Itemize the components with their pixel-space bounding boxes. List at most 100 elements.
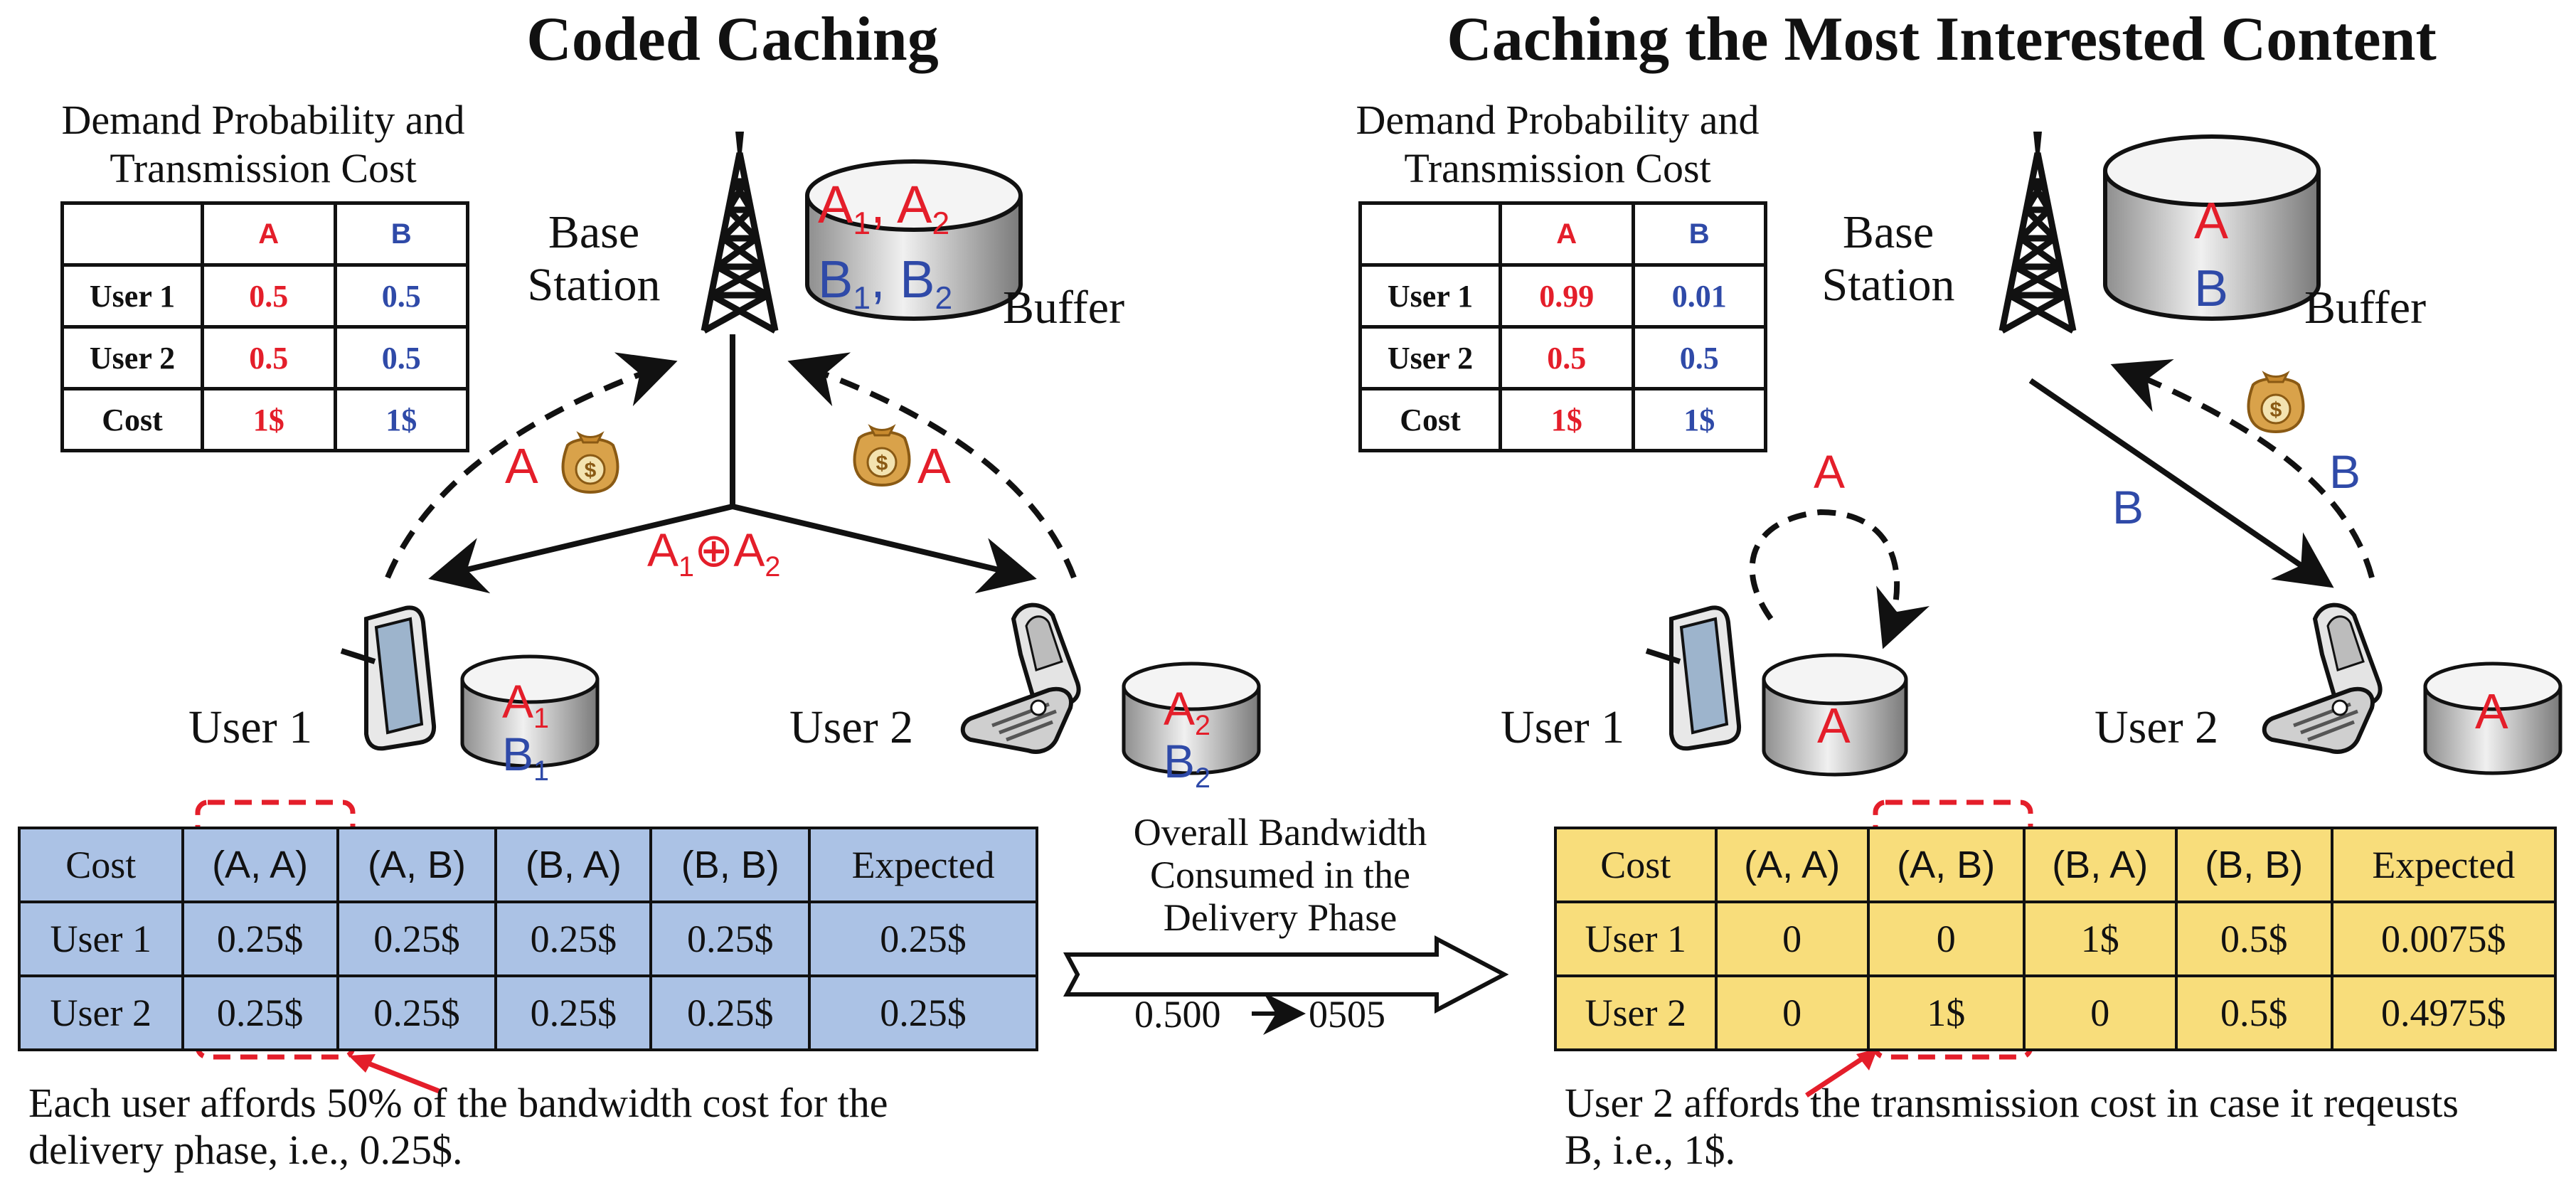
cache-cylinder-icon (460, 654, 600, 768)
flip-phone-icon (2264, 605, 2380, 752)
cell: 0.25$ (181, 974, 339, 1051)
buffer-label: Buffer (1003, 282, 1125, 334)
money-bag-icon (561, 432, 619, 494)
header-cell: Cost (18, 827, 184, 903)
money-bag-icon (853, 425, 911, 487)
caption-line: Consumed in the (1150, 854, 1410, 896)
money-bag-icon (2247, 372, 2305, 433)
row-header: User 2 (60, 325, 204, 391)
buffer-contents-a: A1, A2 (818, 175, 950, 241)
row-header: User 1 (18, 901, 184, 977)
cell: 0.25$ (808, 974, 1038, 1051)
header-cell: (B, B) (649, 827, 811, 903)
header-cell: (A, B) (336, 827, 498, 903)
cell: 0.0075$ (2330, 901, 2558, 977)
cell: 0.01 (1631, 263, 1767, 329)
right-title: Caching the Most Interested Content (1447, 5, 2437, 74)
cell: 0 (1866, 901, 2026, 977)
col-header: A (1499, 201, 1635, 267)
cell: 0.5$ (2174, 901, 2333, 977)
left-demand-table: A B User 1 0.5 0.5 User 2 0.5 0.5 Cost 1… (60, 201, 469, 452)
cell: 0.25$ (649, 901, 811, 977)
user1-label: User 1 (1501, 701, 1625, 753)
row-header: User 2 (1358, 325, 1502, 391)
cell: 0.4975$ (2330, 974, 2558, 1051)
cell: 0.5 (1631, 325, 1767, 391)
corner-cell (60, 201, 204, 267)
cache-cylinder-icon (2103, 134, 2321, 321)
table-title-line: Transmission Cost (1404, 145, 1711, 191)
header-cell: (B, A) (494, 827, 653, 903)
cell: 1$ (1866, 974, 2026, 1051)
row-header: User 2 (1554, 974, 1718, 1051)
user2-label: User 2 (2095, 701, 2219, 753)
buffer-contents-a: A (2194, 193, 2229, 250)
tablet-icon (1646, 607, 1739, 748)
caption-line: Overall Bandwidth (1133, 811, 1427, 854)
col-header: A (201, 201, 337, 267)
label-line: Station (527, 259, 661, 311)
user2-label: User 2 (789, 701, 914, 753)
from-value: 0.500 (1134, 993, 1221, 1036)
cell: 1$ (201, 387, 337, 452)
user1-cache-a: A1 (502, 675, 550, 735)
cell: 0.25$ (649, 974, 811, 1051)
right-demand-table: A B User 1 0.99 0.01 User 2 0.5 0.5 Cost… (1358, 201, 1767, 452)
cell: 0.5 (201, 263, 337, 329)
header-cell: (A, A) (1714, 827, 1870, 903)
caption-line: Delivery Phase (1163, 896, 1398, 939)
cache-cylinder-icon (1762, 653, 1908, 777)
arrow-label-a-right: A (917, 438, 951, 494)
middle-caption: Overall Bandwidth Consumed in the Delive… (1095, 811, 1465, 939)
big-arrow (1063, 935, 1509, 1014)
header-cell: Expected (808, 827, 1038, 903)
cache-cylinder-icon (805, 159, 1023, 321)
header-cell: Cost (1554, 827, 1718, 903)
arrow-label-b: B (2112, 481, 2144, 533)
cell: 0 (1714, 974, 1870, 1051)
flip-phone-icon (963, 605, 1079, 752)
right-cost-table: Cost (A, A) (A, B) (B, A) (B, B) Expecte… (1554, 827, 2558, 1051)
cell: 0.25$ (336, 901, 498, 977)
loop-label: A (1814, 445, 1846, 498)
user1-label: User 1 (188, 701, 313, 753)
cell: 1$ (1631, 387, 1767, 452)
label-line: Base (548, 206, 640, 258)
row-header: User 2 (18, 974, 184, 1051)
row-header: User 1 (60, 263, 204, 329)
corner-cell (1358, 201, 1502, 267)
left-title: Coded Caching (526, 5, 939, 74)
user1-cache: A (1817, 698, 1851, 753)
highlight-box (195, 799, 356, 1060)
row-header: User 1 (1358, 263, 1502, 329)
cell: 0.5 (1499, 325, 1635, 391)
header-cell: (A, B) (1866, 827, 2026, 903)
cell: 0.25$ (808, 901, 1038, 977)
cell: 0.5$ (2174, 974, 2333, 1051)
label-line: Station (1821, 259, 1955, 311)
user1-cache-b: B1 (502, 728, 550, 787)
cell: 1$ (2022, 901, 2178, 977)
row-header: User 1 (1554, 901, 1718, 977)
xor-label: A1⊕A2 (647, 524, 781, 583)
buffer-contents-b: B (2194, 260, 2229, 317)
cell: 0.25$ (494, 901, 653, 977)
cell: 1$ (333, 387, 469, 452)
arrow-label-a-left: A (505, 438, 538, 494)
header-cell: (A, A) (181, 827, 339, 903)
header-cell: (B, B) (2174, 827, 2333, 903)
note-line: B, i.e., 1$. (1565, 1127, 1736, 1173)
table-title-line: Demand Probability and (61, 97, 465, 143)
label-line: Base (1842, 206, 1934, 258)
table-title-line: Transmission Cost (110, 145, 417, 191)
cell: 0.5 (333, 263, 469, 329)
row-header: Cost (60, 387, 204, 452)
header-cell: (B, A) (2022, 827, 2178, 903)
cache-cylinder-icon (2423, 662, 2562, 775)
left-cost-table: Cost (A, A) (A, B) (B, A) (B, B) Expecte… (18, 827, 1038, 1051)
right-note: User 2 affords the transmission cost in … (1565, 1080, 2567, 1174)
cell: 0.99 (1499, 263, 1635, 329)
base-station-label: Base Station (501, 206, 686, 312)
cell: 0 (1714, 901, 1870, 977)
